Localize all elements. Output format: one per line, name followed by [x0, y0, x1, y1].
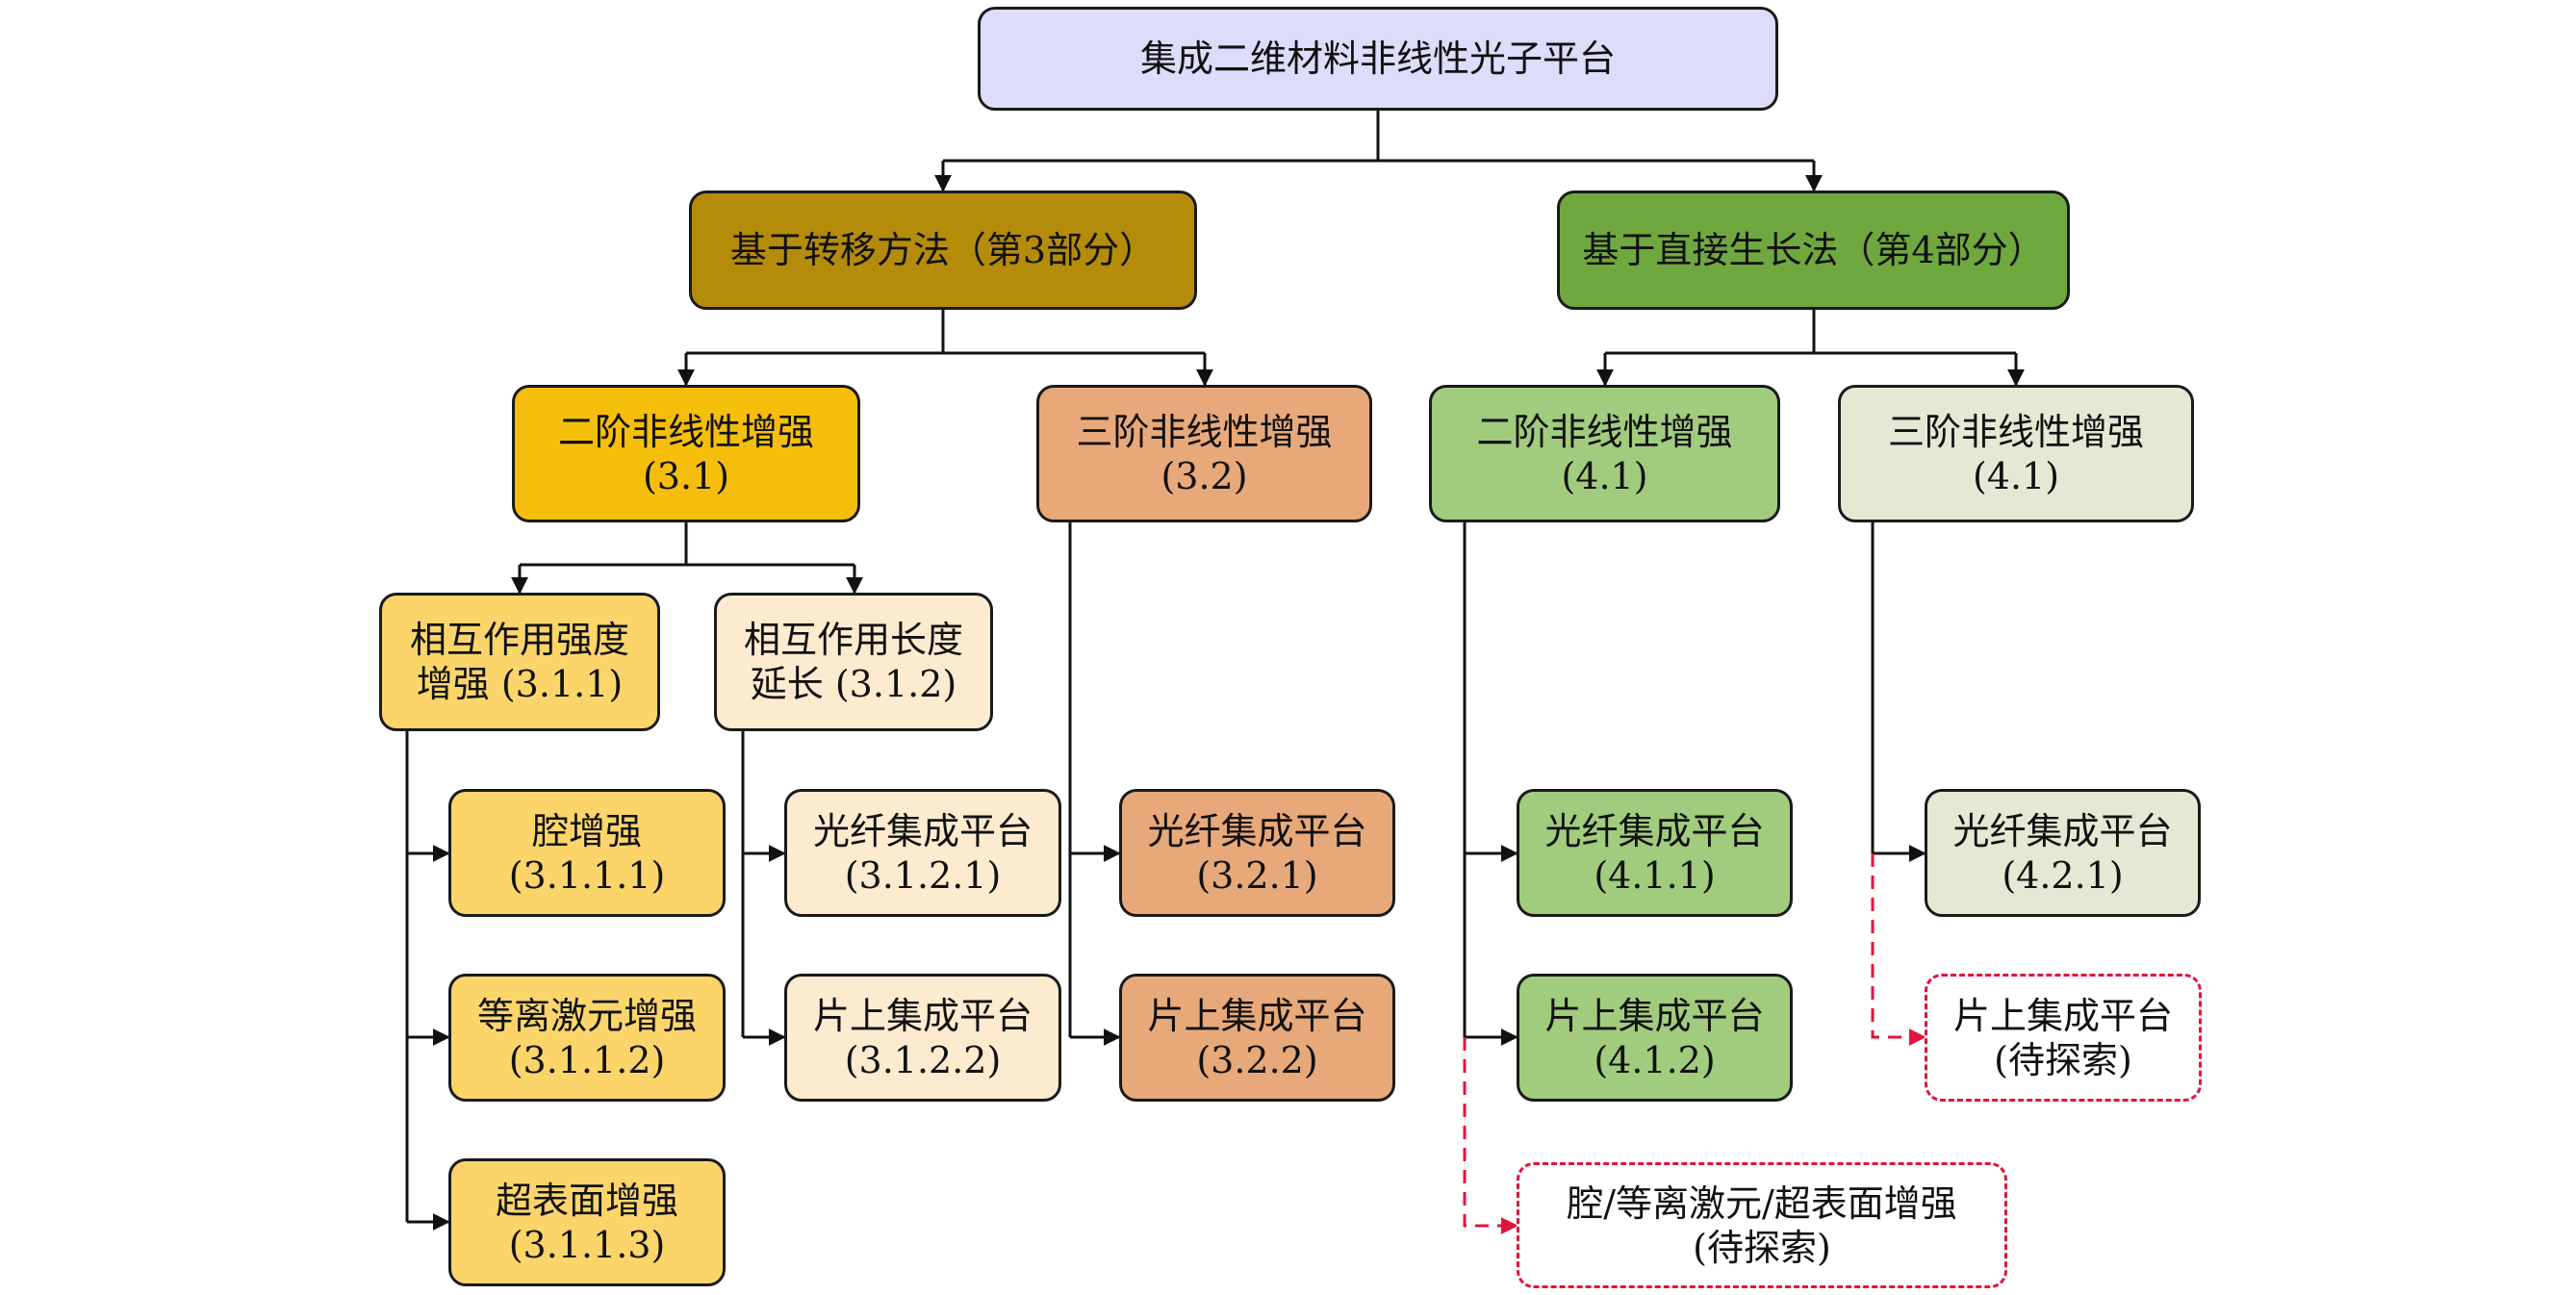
- enhancement-unexplored-node: 腔/等离激元/超表面增强 (待探索): [1517, 1162, 2007, 1288]
- second-order-transfer-number: (3.1): [642, 454, 730, 497]
- link-growth-split: [1605, 310, 2016, 355]
- root-label: 集成二维材料非线性光子平台: [1139, 38, 1616, 80]
- metasurface-enhancement-number: (3.1.1.3): [508, 1223, 666, 1266]
- onchip-unexplored-node: 片上集成平台 (待探索): [1925, 974, 2202, 1102]
- second-order-transfer-node: 二阶非线性增强 (3.1): [512, 385, 860, 522]
- second-order-growth-title: 二阶非线性增强: [1476, 410, 1733, 453]
- transfer-method-node: 基于转移方法（第3部分）: [689, 190, 1197, 310]
- fiber-platform-421-number: (4.2.1): [2002, 853, 2124, 897]
- fiber-platform-3121-number: (3.1.2.1): [844, 853, 1002, 897]
- plasmon-enhancement-node: 等离激元增强 (3.1.1.2): [448, 974, 726, 1102]
- interaction-strength-line1: 相互作用强度: [409, 619, 629, 661]
- third-order-transfer-title: 三阶非线性增强: [1076, 410, 1333, 453]
- fiber-platform-321-title: 光纤集成平台: [1147, 809, 1367, 852]
- interaction-length-line1: 相互作用长度: [743, 619, 963, 661]
- second-order-transfer-title: 二阶非线性增强: [557, 410, 814, 453]
- metasurface-enhancement-node: 超表面增强 (3.1.1.3): [448, 1158, 726, 1286]
- dashed-arrow-to-onchip-unexplored: [1871, 853, 1926, 1046]
- interaction-strength-line2: 增强 (3.1.1): [416, 663, 624, 705]
- second-order-growth-number: (4.1): [1561, 454, 1648, 497]
- second-order-growth-node: 二阶非线性增强 (4.1): [1429, 385, 1780, 522]
- fiber-platform-421-title: 光纤集成平台: [1952, 809, 2173, 852]
- plasmon-enhancement-title: 等离激元增强: [476, 994, 697, 1037]
- enhancement-unexplored-title: 腔/等离激元/超表面增强: [1567, 1181, 1957, 1225]
- fiber-platform-3121-title: 光纤集成平台: [812, 809, 1033, 852]
- interaction-length-node: 相互作用长度 延长 (3.1.2): [714, 593, 993, 731]
- onchip-platform-322-number: (3.2.2): [1196, 1038, 1318, 1081]
- onchip-platform-412-number: (4.1.2): [1594, 1038, 1716, 1081]
- onchip-unexplored-status: (待探索): [1994, 1038, 2132, 1081]
- root-node: 集成二维材料非线性光子平台: [978, 7, 1778, 111]
- link-31-split: [520, 522, 854, 567]
- onchip-platform-3122-title: 片上集成平台: [812, 994, 1033, 1037]
- third-order-growth-number: (4.1): [1972, 454, 2060, 497]
- direct-growth-label: 基于直接生长法（第4部分）: [1582, 229, 2045, 271]
- fiber-platform-321-number: (3.2.1): [1196, 853, 1318, 897]
- link-root-split: [943, 111, 1814, 163]
- third-order-growth-node: 三阶非线性增强 (4.1): [1838, 385, 2194, 522]
- third-order-transfer-number: (3.2): [1160, 454, 1248, 497]
- interaction-length-line2: 延长 (3.1.2): [750, 663, 957, 705]
- dashed-arrow-to-enhance-unexplored: [1463, 1037, 1518, 1234]
- onchip-platform-322-node: 片上集成平台 (3.2.2): [1119, 974, 1395, 1102]
- cavity-enhancement-node: 腔增强 (3.1.1.1): [448, 789, 726, 917]
- plasmon-enhancement-number: (3.1.1.2): [508, 1038, 666, 1081]
- onchip-platform-412-node: 片上集成平台 (4.1.2): [1517, 974, 1793, 1102]
- fiber-platform-3121-node: 光纤集成平台 (3.1.2.1): [784, 789, 1061, 917]
- onchip-platform-3122-number: (3.1.2.2): [844, 1038, 1002, 1081]
- fiber-platform-411-title: 光纤集成平台: [1544, 809, 1765, 852]
- onchip-platform-412-title: 片上集成平台: [1544, 994, 1765, 1037]
- third-order-transfer-node: 三阶非线性增强 (3.2): [1036, 385, 1372, 522]
- third-order-growth-title: 三阶非线性增强: [1887, 410, 2144, 453]
- fiber-platform-421-node: 光纤集成平台 (4.2.1): [1925, 789, 2201, 917]
- onchip-platform-3122-node: 片上集成平台 (3.1.2.2): [784, 974, 1061, 1102]
- interaction-strength-node: 相互作用强度 增强 (3.1.1): [379, 593, 660, 731]
- fiber-platform-411-node: 光纤集成平台 (4.1.1): [1517, 789, 1793, 917]
- link-transfer-split: [686, 310, 1205, 355]
- enhancement-unexplored-status: (待探索): [1693, 1226, 1831, 1269]
- fiber-platform-411-number: (4.1.1): [1594, 853, 1716, 897]
- onchip-unexplored-title: 片上集成平台: [1952, 994, 2173, 1037]
- cavity-enhancement-title: 腔增强: [531, 809, 642, 852]
- direct-growth-node: 基于直接生长法（第4部分）: [1557, 190, 2070, 310]
- transfer-method-label: 基于转移方法（第3部分）: [729, 229, 1157, 271]
- onchip-platform-322-title: 片上集成平台: [1147, 994, 1367, 1037]
- metasurface-enhancement-title: 超表面增强: [495, 1179, 678, 1222]
- fiber-platform-321-node: 光纤集成平台 (3.2.1): [1119, 789, 1395, 917]
- cavity-enhancement-number: (3.1.1.1): [508, 853, 666, 897]
